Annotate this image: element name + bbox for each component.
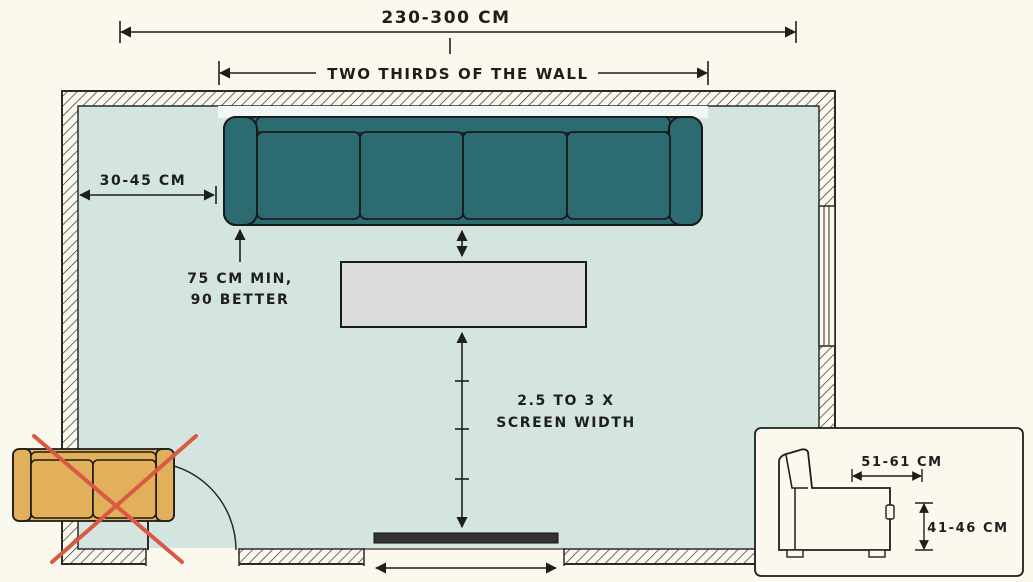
seat-dimensions-inset: 51-61 CM 41-46 CM: [754, 427, 1024, 577]
sofa: [223, 116, 703, 226]
cross-out-icon: [32, 434, 198, 564]
overall-width-label: 230-300 CM: [381, 8, 510, 28]
tv-screen: [373, 532, 559, 544]
sofa-right-arm: [668, 116, 703, 226]
coffee-table: [340, 261, 587, 328]
right-window: [818, 205, 836, 347]
sofa-cushion: [566, 131, 671, 220]
seat-height-label: 41-46 CM: [927, 521, 1008, 536]
sofa-backrest: [255, 116, 671, 134]
seat-depth-label: 51-61 CM: [861, 455, 942, 470]
overall-width-dimension: 230-300 CM: [119, 6, 797, 54]
bottom-opening: [364, 548, 564, 566]
sofa-cushion: [256, 131, 361, 220]
door-opening: [146, 548, 239, 566]
sofa-left-arm: [223, 116, 258, 226]
wall-gap-label: 30-45 CM: [100, 173, 187, 189]
sofa-width-dimension: TWO THIRDS OF THE WALL: [218, 61, 709, 85]
walkway-label-line2: 90 BETTER: [191, 292, 290, 308]
walkway-label-line1: 75 CM MIN,: [187, 271, 293, 287]
viewing-distance-dimension: 2.5 TO 3 X SCREEN WIDTH: [455, 331, 636, 529]
sofa-cushion: [359, 131, 464, 220]
sofa-cushion: [462, 131, 568, 220]
wrong-sofa-placement: [12, 434, 198, 564]
wall-gap-dimension: 30-45 CM: [78, 173, 217, 204]
sofa-width-label: TWO THIRDS OF THE WALL: [327, 65, 588, 83]
walkway-dimension: 75 CM MIN, 90 BETTER: [187, 228, 293, 308]
armchair-side-icon: [778, 448, 895, 558]
viewing-label-line2: SCREEN WIDTH: [496, 415, 636, 431]
viewing-label-line1: 2.5 TO 3 X: [517, 393, 614, 409]
